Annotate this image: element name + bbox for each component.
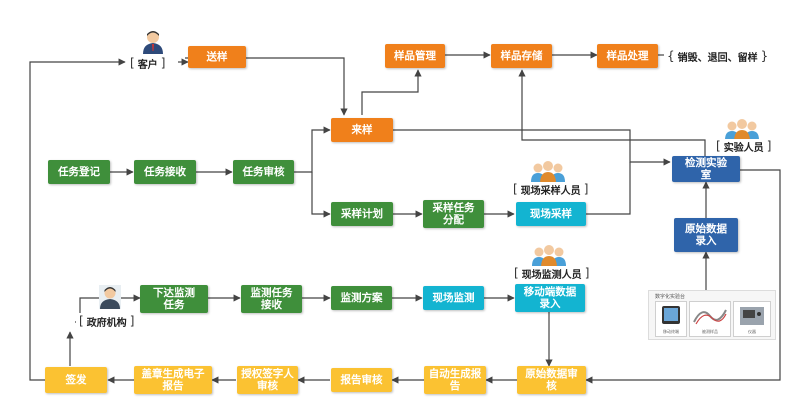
node-zidong-shengcheng[interactable]: 自动生成报 告 bbox=[424, 366, 486, 394]
node-jiance-fangan[interactable]: 监测方案 bbox=[331, 286, 392, 310]
node-renwu-jieshou[interactable]: 任务接收 bbox=[134, 160, 196, 184]
customer-label: [客户] bbox=[127, 55, 169, 71]
test-sample-device: 被测样品 bbox=[689, 301, 731, 337]
sampling-staff-group-icon bbox=[530, 160, 566, 184]
mobile-terminal-device: 移动终端 bbox=[655, 301, 687, 337]
sampling-staff-label: [现场采样人员] bbox=[510, 182, 592, 197]
lab-staff-label: [实验人员] bbox=[713, 139, 775, 154]
node-yangpin-guanli[interactable]: 样品管理 bbox=[385, 44, 445, 68]
lab-bench-title: 数字化实验台 bbox=[655, 294, 686, 300]
government-person-icon bbox=[98, 284, 122, 310]
instrument-icon bbox=[740, 307, 764, 325]
node-jiance-renwu-jieshou[interactable]: 监测任务 接收 bbox=[241, 285, 302, 313]
customer-person-icon bbox=[142, 30, 164, 54]
tablet-icon bbox=[662, 306, 680, 324]
node-renwu-dengji[interactable]: 任务登记 bbox=[48, 160, 110, 184]
node-yuanshi-shuju-shenhe[interactable]: 原始数据审 核 bbox=[517, 366, 586, 394]
node-yangpin-chuli[interactable]: 样品处理 bbox=[597, 44, 658, 68]
node-yangpin-cunchu[interactable]: 样品存储 bbox=[491, 44, 552, 68]
node-xianchang-caiyang[interactable]: 现场采样 bbox=[516, 202, 586, 226]
node-laiyang[interactable]: 来样 bbox=[331, 118, 393, 142]
node-xianchang-jiance[interactable]: 现场监测 bbox=[423, 286, 484, 310]
node-qianfa[interactable]: 签发 bbox=[45, 367, 107, 393]
monitoring-staff-label: [现场监测人员] bbox=[511, 266, 593, 281]
node-shouquan-qianziren[interactable]: 授权签字人 审核 bbox=[237, 366, 298, 394]
node-yuanshi-shuju-luru[interactable]: 原始数据 录入 bbox=[674, 218, 738, 252]
cable-sample-icon bbox=[693, 309, 727, 325]
node-jiance-shiyanshi[interactable]: 检测实验 室 bbox=[672, 156, 740, 182]
digital-lab-bench-panel: 数字化实验台 移动终端 被测样品 仪器 bbox=[648, 290, 776, 340]
node-renwu-shenhe[interactable]: 任务审核 bbox=[233, 160, 294, 184]
node-yidongduan-shuju-luru[interactable]: 移动端数据 录入 bbox=[515, 284, 585, 312]
node-gaizhang-shengcheng[interactable]: 盖章生成电子 报告 bbox=[134, 366, 212, 394]
node-baogao-shenhe[interactable]: 报告审核 bbox=[331, 368, 392, 392]
sample-disposal-label: {销毁、退回、留样} bbox=[664, 48, 772, 64]
monitoring-staff-group-icon bbox=[531, 244, 567, 268]
node-xiada-jiance-renwu[interactable]: 下达监测 任务 bbox=[140, 285, 208, 313]
instrument-device: 仪器 bbox=[733, 301, 771, 337]
node-caiyang-renwu-fenpei[interactable]: 采样任务 分配 bbox=[423, 200, 484, 228]
government-label: [政府机构] bbox=[76, 313, 138, 329]
node-songyang[interactable]: 送样 bbox=[188, 46, 246, 68]
node-caiyang-jihua[interactable]: 采样计划 bbox=[331, 202, 393, 226]
